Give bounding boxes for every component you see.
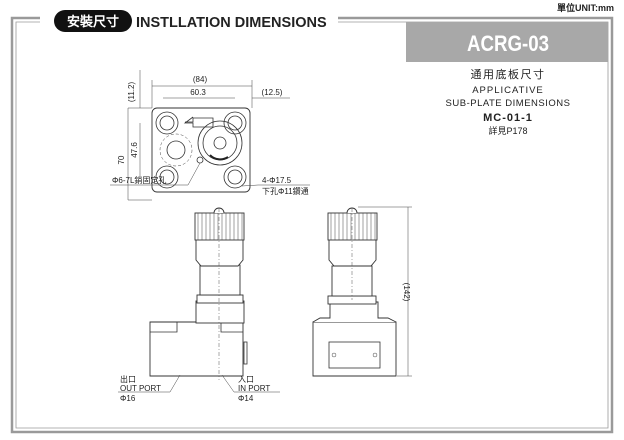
subplate-title-zh: 通用底板尺寸 (471, 67, 546, 81)
mounting-hole (155, 111, 247, 189)
subplate-reference: 詳見P178 (488, 125, 527, 136)
model-box (406, 22, 608, 62)
top-view: (84) 60.3 (12.5) (11.2) 70 47.6 Φ6-7L銷固定… (110, 70, 310, 201)
front-view: 出口 OUT PORT Φ16 入口 IN PORT Φ14 (118, 207, 280, 403)
title-badge (54, 10, 132, 32)
holes-label-1: 4-Φ17.5 (262, 176, 292, 185)
holes-label-2: 下孔Φ11鑽通 (262, 186, 309, 196)
in-port-diameter: Φ14 (238, 394, 254, 403)
dim-60-3: 60.3 (190, 88, 206, 97)
dim-47-6: 47.6 (130, 142, 139, 158)
dim-11-2: (11.2) (127, 82, 136, 103)
out-port-label: OUT PORT (120, 384, 161, 393)
unit-label: 單位UNIT:mm (557, 2, 614, 13)
out-port-diameter: Φ16 (120, 394, 136, 403)
subplate-model: MC-01-1 (483, 112, 533, 124)
flow-arrow-icon (183, 116, 214, 128)
dim-70: 70 (117, 155, 126, 164)
subplate-title-en-2: SUB-PLATE DIMENSIONS (446, 98, 571, 109)
title-badge-text: 安裝尺寸 (67, 14, 119, 29)
out-port-zh: 出口 (120, 374, 136, 384)
page-title: INSTLLATION DIMENSIONS (136, 15, 327, 31)
dim-12-5: (12.5) (262, 88, 283, 97)
dim-142: (142) (402, 283, 411, 302)
in-port-label: IN PORT (238, 384, 270, 393)
pin-hole-label: Φ6-7L銷固定孔 (112, 175, 166, 185)
dim-84: (84) (193, 75, 208, 84)
side-view: (142) (312, 206, 412, 377)
model-name: ACRG-03 (467, 33, 549, 57)
in-port-zh: 入口 (238, 375, 254, 384)
subplate-title-en-1: APPLICATIVE (472, 85, 544, 96)
